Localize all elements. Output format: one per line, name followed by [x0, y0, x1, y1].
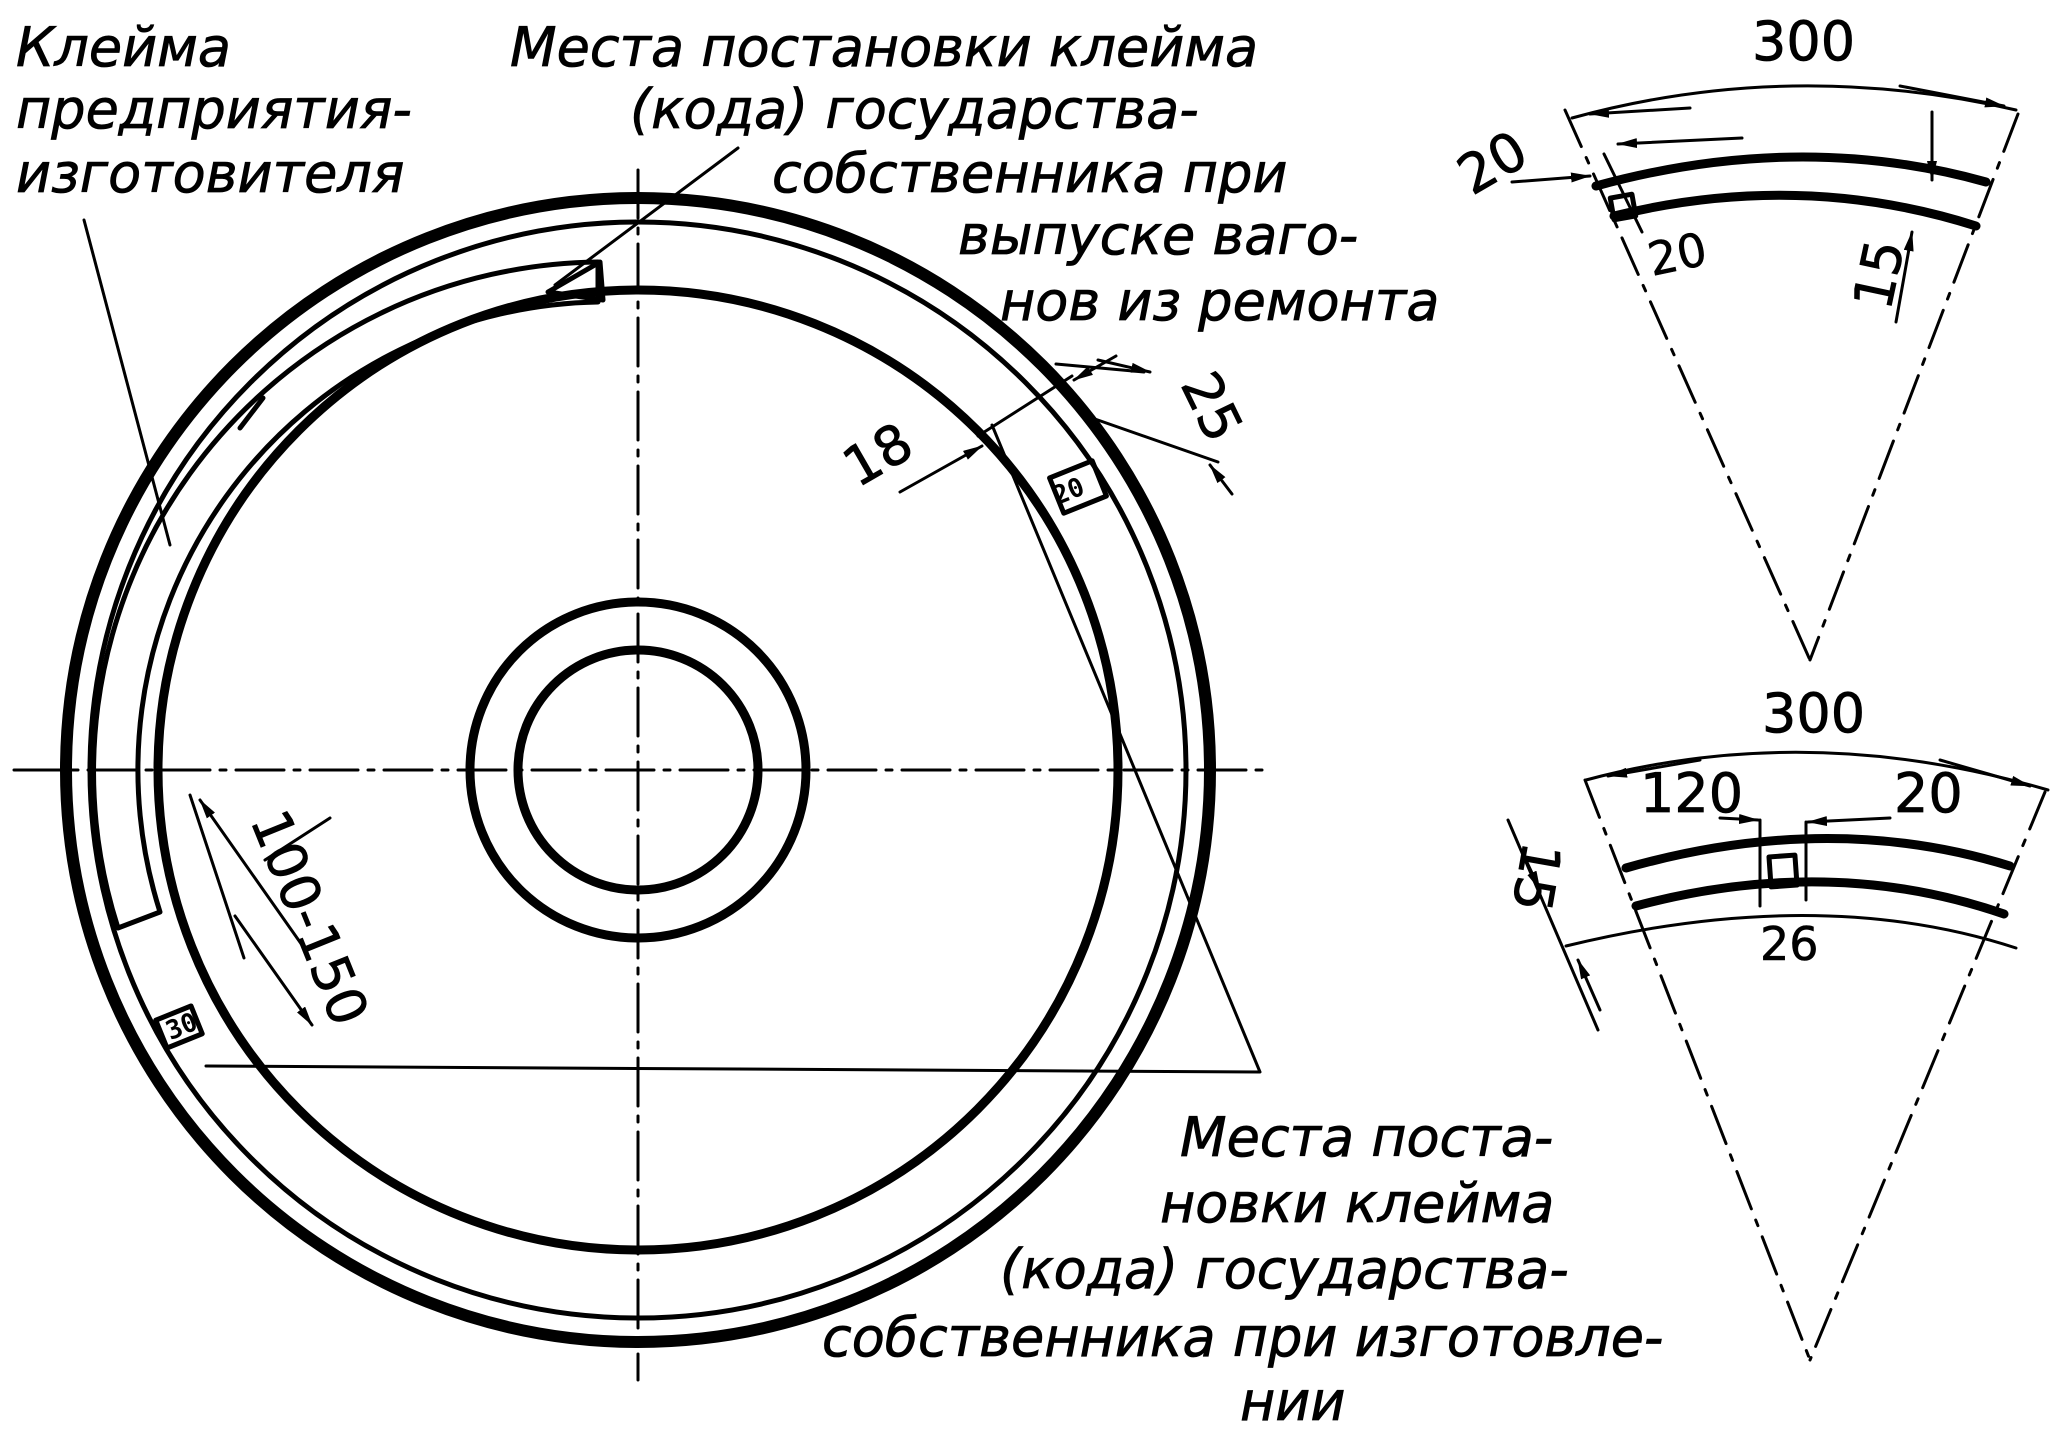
label-owner-mark-manufacture-line-4: собственника при изготовле- [822, 1306, 1663, 1369]
dimension-25-text: 25 [1168, 362, 1255, 451]
label-manufacturer-mark-line-2: предприятия- [16, 78, 412, 141]
dimension-100-150-text: 100-150 [238, 801, 381, 1034]
dimension-group-18-25: 20 18 25 [832, 354, 1255, 516]
label-manufacturer-mark: Клейма предприятия- изготовителя [16, 16, 413, 206]
sector-top: 300 20 20 15 [1447, 10, 2020, 662]
label-owner-mark-repair: Места постановки клейма (кода) государст… [510, 16, 1440, 334]
centerlines [12, 168, 1270, 1382]
wheel-tread-circle [153, 285, 1123, 1255]
sector-bottom-dim-15: 15 [1499, 838, 1573, 917]
label-manufacturer-mark-line-1: Клейма [16, 16, 231, 79]
label-manufacturer-mark-line-3: изготовителя [16, 142, 404, 205]
sector-top-dim-20-inner: 20 [1643, 222, 1711, 287]
label-owner-mark-manufacture-line-5: нии [1240, 1370, 1346, 1433]
label-owner-mark-repair-line-5: нов из ремонта [1000, 270, 1439, 333]
wheel-hub-outer [465, 597, 811, 943]
manufacturer-mark-leader [82, 218, 172, 547]
wheel-rim-outer [60, 192, 1216, 1348]
label-owner-mark-manufacture-line-3: (кода) государства- [1000, 1238, 1569, 1301]
label-owner-mark-repair-line-4: выпуске ваго- [958, 204, 1358, 267]
wheel-bore [513, 645, 763, 895]
repair-mark-notch [545, 259, 606, 303]
manufacture-mark-leader [204, 423, 1262, 1074]
sector-top-dim-20-left: 20 [1447, 118, 1538, 207]
label-owner-mark-manufacture-line-2: новки клейма [1160, 1172, 1554, 1235]
repair-mark-leader [553, 146, 740, 287]
sector-bottom-dim-20: 20 [1894, 762, 1963, 825]
sector-bottom-dim-26: 26 [1760, 917, 1819, 971]
sector-bottom-dim-300: 300 [1762, 682, 1865, 745]
label-owner-mark-repair-line-2: (кода) государства- [630, 78, 1199, 141]
label-owner-mark-repair-line-3: собственника при [772, 142, 1287, 205]
mark-box-lower: 30 [153, 1003, 205, 1051]
sector-bottom-dim-120: 120 [1640, 762, 1743, 825]
manufacturer-mark-band [91, 259, 601, 931]
label-owner-mark-manufacture: Места поста- новки клейма (кода) государ… [822, 1106, 1664, 1434]
sector-top-arc-dim [1570, 84, 2018, 120]
sector-top-dim-300: 300 [1752, 10, 1855, 73]
label-owner-mark-repair-line-1: Места постановки клейма [510, 16, 1258, 79]
label-owner-mark-manufacture-line-1: Места поста- [1180, 1106, 1553, 1169]
sector-top-dim-15: 15 [1841, 234, 1917, 314]
sector-bottom: 300 120 20 26 15 [1499, 682, 2050, 1362]
